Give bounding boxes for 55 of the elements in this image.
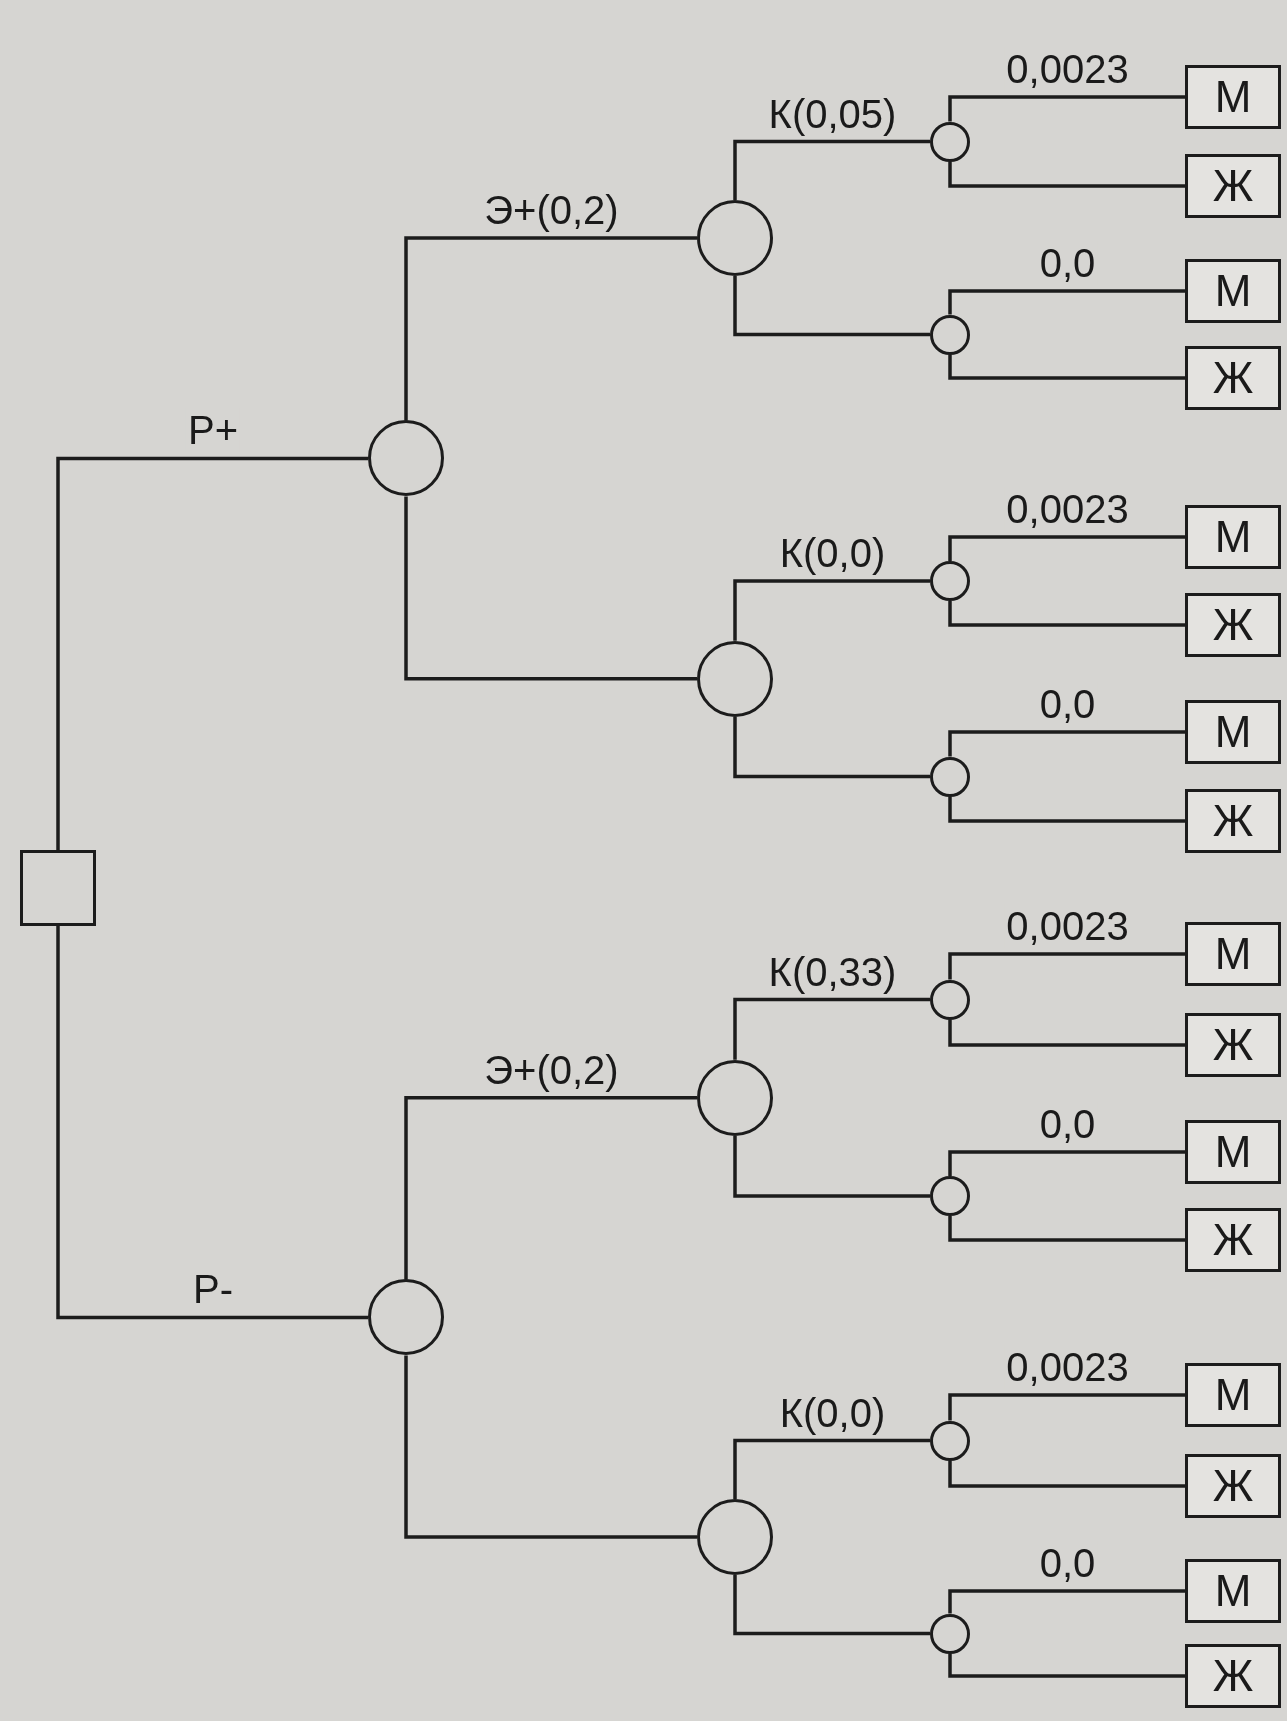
outcome-box: М [1185, 259, 1281, 323]
branch-line [733, 1575, 930, 1636]
branch-line [948, 1460, 1185, 1488]
branch-line [948, 952, 1185, 980]
chance-circle [930, 561, 970, 601]
branch-line [404, 236, 697, 421]
chance-circle [930, 314, 970, 355]
outcome-box: М [1185, 1120, 1281, 1184]
branch-line [733, 579, 930, 641]
branch-line [948, 601, 1185, 627]
branch-line [733, 997, 930, 1060]
branch-line [948, 289, 1185, 315]
branch-line [404, 1355, 697, 1539]
branch-line [948, 730, 1185, 757]
branch-line [404, 1096, 697, 1280]
outcome-box: М [1185, 1559, 1281, 1623]
branch-line [56, 925, 368, 1320]
outcome-box: Ж [1185, 1644, 1281, 1708]
branch-line [948, 1216, 1185, 1242]
branch-line [948, 161, 1185, 188]
chance-circle [930, 979, 970, 1020]
branch-line [733, 276, 930, 337]
outcome-box: Ж [1185, 1208, 1281, 1272]
outcome-box: Ж [1185, 154, 1281, 218]
branch-line [948, 1393, 1185, 1421]
branch-line [948, 1653, 1185, 1678]
outcome-box: Ж [1185, 593, 1281, 657]
chance-circle [930, 1613, 970, 1654]
outcome-box: М [1185, 922, 1281, 986]
branch-line [404, 496, 697, 681]
branch-line [733, 716, 930, 779]
outcome-box: Ж [1185, 789, 1281, 853]
branch-line [733, 1438, 930, 1499]
outcome-box: М [1185, 1363, 1281, 1427]
chance-circle [930, 1420, 970, 1461]
decision-square [20, 849, 96, 926]
branch-line [733, 139, 930, 200]
branch-line [733, 1135, 930, 1198]
branch-line [948, 354, 1185, 380]
branch-line [948, 1589, 1185, 1614]
branch-line [948, 95, 1185, 122]
branch-line [948, 535, 1185, 561]
outcome-box: Ж [1185, 1454, 1281, 1518]
branch-line [948, 796, 1185, 823]
chance-circle [930, 756, 970, 797]
branch-line [948, 1150, 1185, 1176]
outcome-box: Ж [1185, 1013, 1281, 1077]
chance-circle [930, 1176, 970, 1216]
outcome-box: Ж [1185, 346, 1281, 410]
outcome-box: М [1185, 505, 1281, 569]
outcome-box: М [1185, 700, 1281, 764]
branch-line [56, 456, 368, 850]
chance-circle [930, 121, 970, 162]
branch-line [948, 1019, 1185, 1047]
outcome-box: М [1185, 65, 1281, 129]
